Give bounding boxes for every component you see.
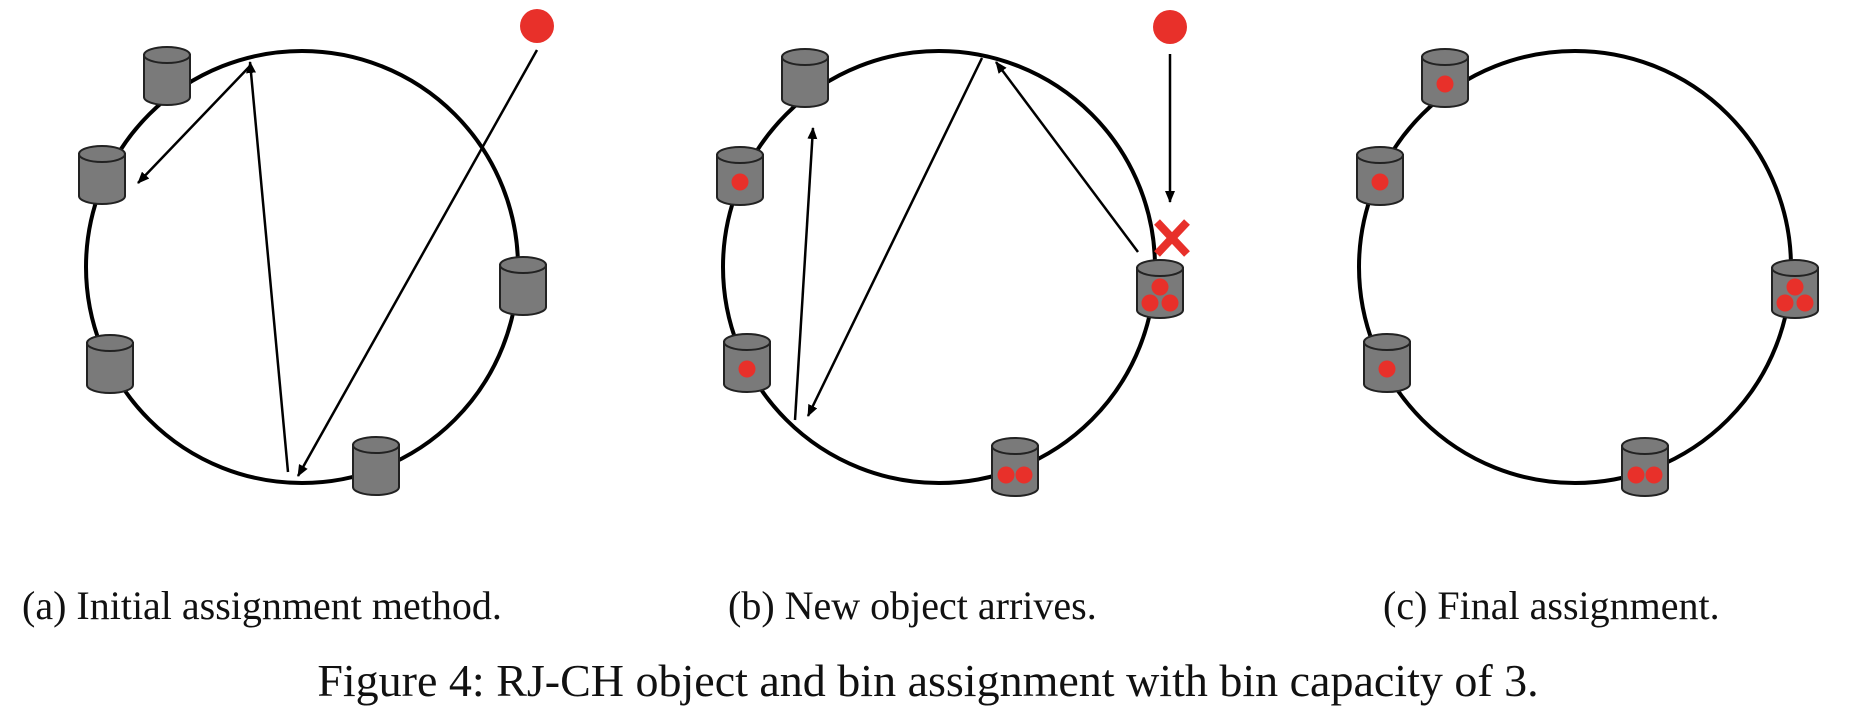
hash-ring bbox=[1357, 49, 1793, 485]
bin bbox=[991, 437, 1039, 497]
arrows-b bbox=[793, 54, 1175, 421]
panel-b bbox=[716, 10, 1190, 497]
arrow bbox=[246, 61, 290, 473]
object-dot bbox=[1378, 360, 1396, 378]
reject-cross-icon bbox=[1154, 219, 1190, 257]
object-dot bbox=[1627, 466, 1645, 484]
bin bbox=[1771, 259, 1819, 319]
object-dot bbox=[1015, 466, 1033, 484]
bin bbox=[1356, 146, 1404, 206]
object-dot bbox=[1161, 294, 1179, 312]
object-dot bbox=[738, 360, 756, 378]
object-dot bbox=[1645, 466, 1663, 484]
bin bbox=[78, 145, 126, 205]
bin bbox=[143, 46, 191, 106]
panel-c bbox=[1356, 48, 1819, 497]
bin bbox=[1136, 259, 1184, 319]
bin bbox=[723, 333, 771, 393]
bin bbox=[1363, 333, 1411, 393]
panel-a bbox=[78, 9, 554, 496]
hash-ring bbox=[84, 49, 520, 485]
subcaption-c: (c) Final assignment. bbox=[1383, 583, 1720, 628]
object-dot bbox=[1371, 173, 1389, 191]
bin bbox=[781, 48, 829, 108]
bin bbox=[352, 436, 400, 496]
arrow bbox=[137, 65, 251, 184]
hash-ring bbox=[721, 49, 1157, 485]
figure-caption: Figure 4: RJ-CH object and bin assignmen… bbox=[317, 655, 1539, 706]
arrow bbox=[806, 57, 984, 417]
bin bbox=[499, 256, 547, 316]
bin bbox=[1621, 437, 1669, 497]
object-dot bbox=[731, 173, 749, 191]
incoming-object-dot bbox=[520, 9, 554, 43]
arrow bbox=[994, 61, 1140, 253]
object-dot bbox=[1436, 75, 1454, 93]
bin bbox=[86, 334, 134, 394]
object-dot bbox=[1796, 294, 1814, 312]
object-dot bbox=[1776, 294, 1794, 312]
arrow bbox=[793, 127, 818, 421]
arrow bbox=[296, 49, 539, 477]
object-dot bbox=[1151, 278, 1169, 296]
subcaption-b: (b) New object arrives. bbox=[728, 583, 1097, 628]
subcaption-a: (a) Initial assignment method. bbox=[22, 583, 502, 628]
object-dot bbox=[1141, 294, 1159, 312]
object-dot bbox=[997, 466, 1015, 484]
incoming-object-dot bbox=[1153, 10, 1187, 44]
object-dot bbox=[1786, 278, 1804, 296]
arrows-a bbox=[137, 49, 539, 477]
bin bbox=[1421, 48, 1469, 108]
bin bbox=[716, 146, 764, 206]
